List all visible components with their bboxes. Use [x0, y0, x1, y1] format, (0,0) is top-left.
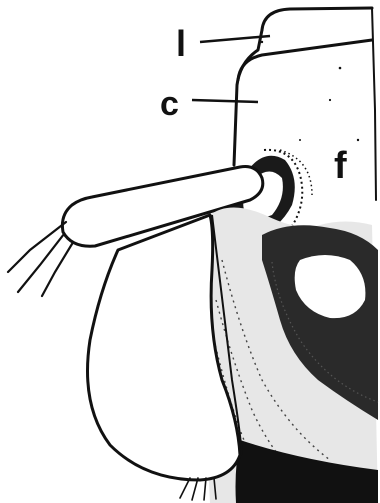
leader-line-c	[192, 100, 258, 102]
label-f: f	[334, 145, 347, 187]
label-c: c	[160, 85, 179, 123]
surface-specks	[261, 41, 359, 141]
label-l: l	[176, 23, 186, 64]
